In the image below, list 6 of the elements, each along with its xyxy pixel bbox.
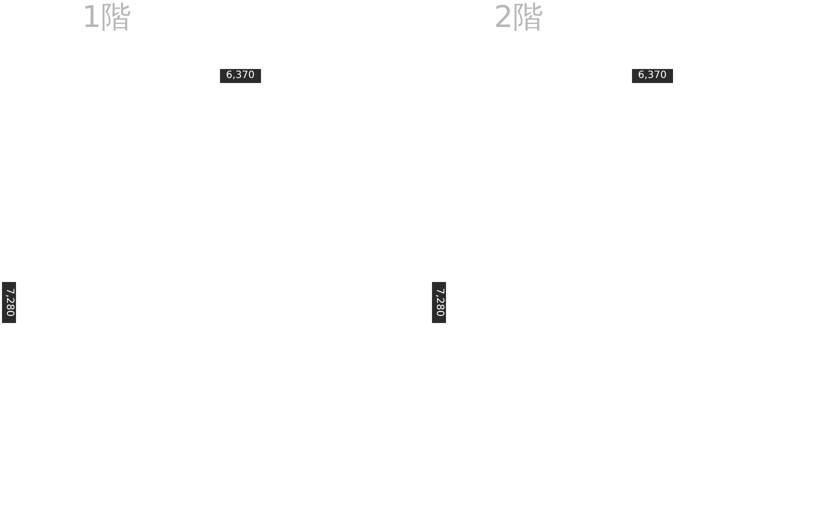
dimension-label: 6,370	[220, 69, 261, 83]
dimension-label: 7,280	[432, 282, 446, 323]
floor-heading: 1階	[82, 0, 132, 37]
dimension-label: 6,370	[632, 69, 673, 83]
floor-heading: 2階	[494, 0, 544, 37]
dimension-label: 7,280	[2, 282, 16, 323]
